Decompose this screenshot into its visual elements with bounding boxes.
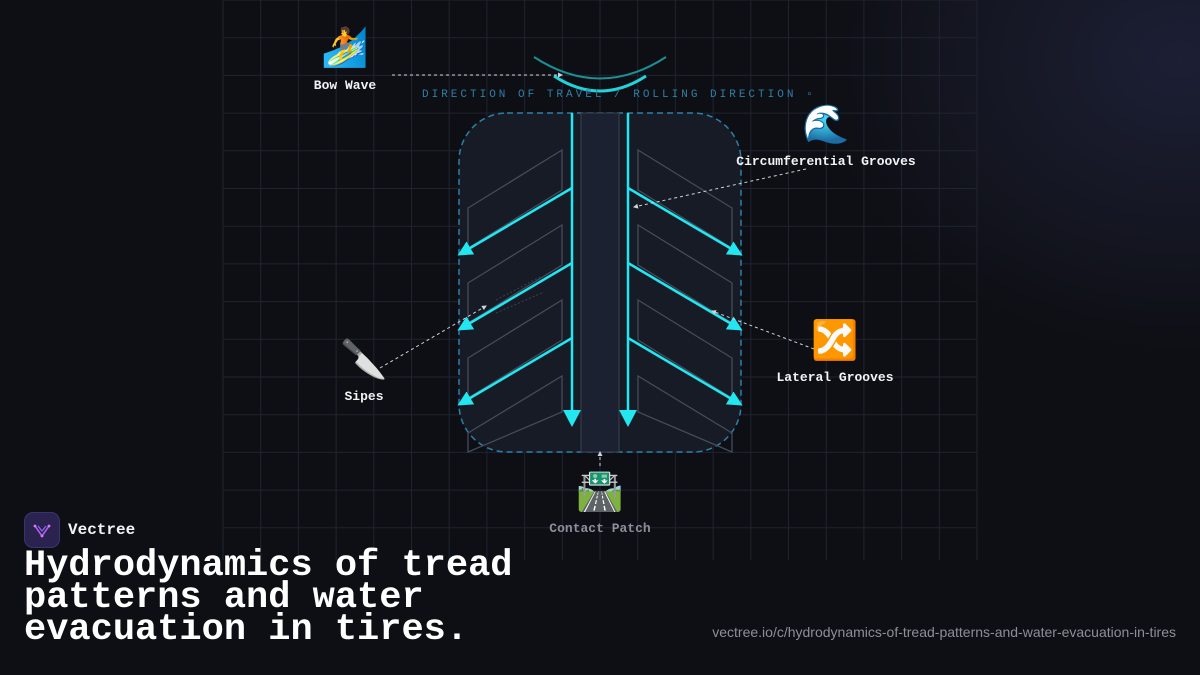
knife-icon: 🔪 bbox=[340, 337, 388, 381]
tread-blocks-left bbox=[467, 148, 563, 453]
vectree-logo-icon bbox=[24, 512, 60, 548]
center-rib bbox=[580, 112, 620, 453]
groove-arrowhead-left bbox=[563, 410, 581, 427]
brand-name: Vectree bbox=[68, 521, 136, 539]
shuffle-icon: 🔀 bbox=[811, 318, 859, 362]
water-wave-icon: 🌊 bbox=[802, 102, 850, 146]
circumferential-grooves bbox=[570, 113, 630, 412]
sipes-label: Sipes bbox=[344, 389, 384, 404]
bow-wave-arc bbox=[533, 56, 667, 80]
callout-sipes bbox=[379, 305, 487, 369]
surfer-icon: 🏄 bbox=[321, 25, 369, 69]
groove-arrowhead-right bbox=[619, 410, 637, 427]
callout-lateral bbox=[711, 310, 815, 350]
callout-lines bbox=[379, 72, 815, 466]
lateral-grooves-label: Lateral Grooves bbox=[776, 370, 894, 385]
direction-of-travel-text: DIRECTION OF TRAVEL / ROLLING DIRECTION … bbox=[422, 89, 816, 101]
page-url[interactable]: vectree.io/c/hydrodynamics-of-tread-patt… bbox=[712, 624, 1176, 640]
motorway-icon: 🛣️ bbox=[576, 469, 624, 513]
brand[interactable]: Vectree bbox=[24, 512, 135, 548]
bow-wave-label: Bow Wave bbox=[313, 78, 377, 93]
circumferential-grooves-label: Circumferential Grooves bbox=[736, 154, 916, 169]
contact-patch-label: Contact Patch bbox=[549, 521, 651, 536]
tread-blocks-right bbox=[637, 148, 733, 453]
lateral-grooves bbox=[457, 186, 743, 406]
bow-wave-arc-inner bbox=[553, 74, 647, 93]
callout-circumferential bbox=[633, 168, 807, 209]
sipe-lines bbox=[495, 276, 545, 314]
page-title: Hydrodynamics of tread patterns and wate… bbox=[24, 545, 513, 651]
